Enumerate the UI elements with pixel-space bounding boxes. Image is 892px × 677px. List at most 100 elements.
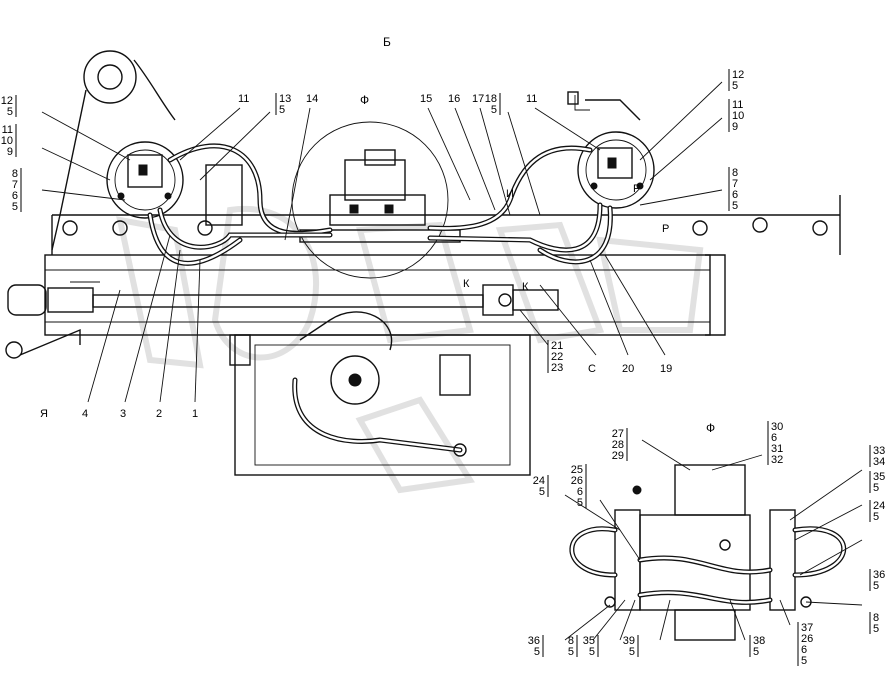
callout-number: 34 <box>873 456 885 468</box>
callout-number: 8 <box>732 167 738 179</box>
callout-number: 29 <box>612 450 624 462</box>
part-label: 1 <box>192 408 198 420</box>
view-label-phi: Ф <box>360 93 369 107</box>
callout-number: 5 <box>279 104 285 116</box>
callout-number: 26 <box>571 475 583 487</box>
callout-number: 8 <box>568 635 574 647</box>
hoses <box>147 143 613 266</box>
callout-number: 27 <box>612 428 624 440</box>
callout-number: 5 <box>732 80 738 92</box>
callout-number: 5 <box>534 646 540 658</box>
view-label-p1: Р <box>633 183 640 195</box>
callout-number: 22 <box>551 351 563 363</box>
callout-number: 7 <box>12 179 18 191</box>
callout-number: 33 <box>873 445 885 457</box>
detail-view-phi <box>569 464 847 641</box>
part-label: 14 <box>306 93 318 105</box>
callout-number: 18 <box>485 93 497 105</box>
callout-number: 8 <box>873 612 879 624</box>
callout-number: 37 <box>801 622 813 634</box>
callout-number: 9 <box>7 146 13 158</box>
view-label-top: Б <box>383 35 391 49</box>
callout-number: 7 <box>732 178 738 190</box>
callout-number: 24 <box>533 475 545 487</box>
callout-number: 6 <box>801 644 807 656</box>
callout-number: 10 <box>1 135 13 147</box>
callout-number: 5 <box>7 106 13 118</box>
callout-stack: 85 <box>869 612 879 635</box>
part-label: 16 <box>448 93 460 105</box>
callout-stack: 135 <box>275 93 291 116</box>
callout-number: 5 <box>801 655 807 667</box>
callout-number: 5 <box>589 646 595 658</box>
view-label-detail: Ф <box>706 421 715 435</box>
part-label: 3 <box>120 408 126 420</box>
callout-number: 36 <box>873 569 885 581</box>
callout-stack: 85 <box>568 635 578 658</box>
main-frame <box>5 50 841 359</box>
part-label: 11 <box>526 93 537 105</box>
view-label-k1: К <box>463 278 470 290</box>
part-label: 19 <box>660 363 672 375</box>
callout-number: 5 <box>568 646 574 658</box>
callout-number: 11 <box>2 124 13 136</box>
callout-stack: 125 <box>1 95 17 118</box>
callout-number: 12 <box>732 69 744 81</box>
callout-number: 6 <box>771 432 777 444</box>
callout-number: 13 <box>279 93 291 105</box>
rotation-circle <box>291 121 449 279</box>
callout-number: 31 <box>771 443 783 455</box>
callout-number: 26 <box>801 633 813 645</box>
callout-number: 36 <box>528 635 540 647</box>
callout-stack: 385 <box>749 635 765 658</box>
callout-number: 6 <box>12 190 18 202</box>
lower-housing <box>229 311 531 476</box>
callout-stack: 355 <box>583 635 599 658</box>
callout-number: 10 <box>732 110 744 122</box>
part-label: 11 <box>238 93 249 105</box>
callout-number: 35 <box>583 635 595 647</box>
part-label: 20 <box>622 363 634 375</box>
callout-number: 25 <box>571 464 583 476</box>
callout-number: 12 <box>1 95 13 107</box>
callout-number: 11 <box>732 99 743 111</box>
view-label-ya: Я <box>40 408 48 420</box>
part-label: 15 <box>420 93 432 105</box>
callout-number: 5 <box>753 646 759 658</box>
callout-stack: 245 <box>869 500 885 523</box>
callout-number: 5 <box>577 497 583 509</box>
callout-stack: 365 <box>869 569 885 592</box>
callout-number: 28 <box>612 439 624 451</box>
callout-number: 24 <box>873 500 885 512</box>
callout-number: 21 <box>551 340 563 352</box>
callout-number: 5 <box>12 201 18 213</box>
callout-stack: 365 <box>528 635 544 658</box>
callout-stack: 355 <box>869 471 885 494</box>
part-label: 2 <box>156 408 162 420</box>
part-label: 4 <box>82 408 88 420</box>
right-motor <box>577 131 655 209</box>
view-label-i: И <box>506 188 514 200</box>
view-label-c: С <box>588 363 596 375</box>
callout-number: 9 <box>732 121 738 133</box>
callout-stack: 395 <box>623 635 639 658</box>
callout-stack: 125 <box>728 69 744 92</box>
callout-number: 23 <box>551 362 563 374</box>
callout-number: 5 <box>873 623 879 635</box>
callout-stack: 185 <box>485 93 501 116</box>
callout-number: 5 <box>873 482 879 494</box>
callout-number: 38 <box>753 635 765 647</box>
callout-number: 39 <box>623 635 635 647</box>
callout-number: 8 <box>12 168 18 180</box>
left-motor <box>106 141 243 226</box>
